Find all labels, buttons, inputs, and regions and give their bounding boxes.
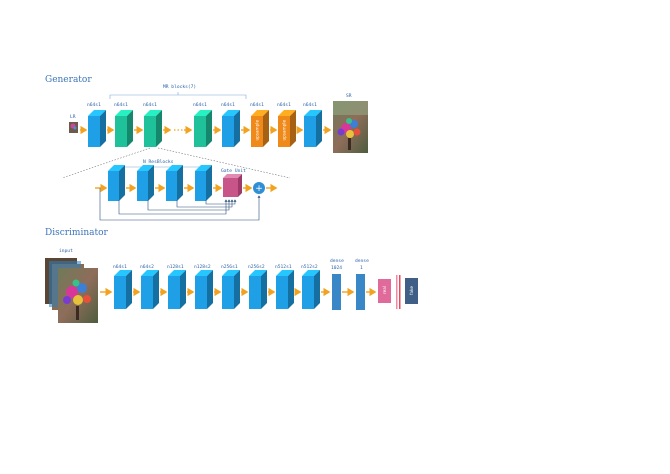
disc-layer-label-2: n64s2: [140, 264, 154, 270]
mr-blocks-label: MR blocks(7): [163, 84, 196, 90]
plus-symbol: +: [255, 184, 263, 194]
disc-block-8: [302, 270, 320, 309]
fake-label: fake: [409, 286, 414, 295]
disc-block-4: [195, 270, 213, 309]
disc-layer-label-3: n128s1: [167, 264, 184, 270]
gen-layer-label-5: n64s1: [221, 102, 235, 108]
discriminator-title: Discriminator: [45, 228, 109, 238]
separator-bar-2: [399, 275, 401, 309]
gen-layer-label-1: n64s1: [87, 102, 101, 108]
gen-layer-label-4: n64s1: [193, 102, 207, 108]
disc-block-7: [276, 270, 294, 309]
dense-1024-bar: [332, 274, 341, 310]
zoom-line-left: [61, 147, 151, 179]
input-label: input: [59, 248, 73, 254]
real-block: real: [378, 279, 391, 303]
gen-block-4: [194, 110, 212, 147]
gen-block-5: [222, 110, 240, 147]
disc-layer-label-5: n256s1: [221, 264, 238, 270]
dense1-label-line2: 1024: [331, 265, 342, 271]
gen-block-1: [88, 110, 106, 147]
gen-layer-label-2: n64s1: [114, 102, 128, 108]
gen-layer-label-6: n64s1: [250, 102, 264, 108]
disc-layer-label-4: n128s2: [194, 264, 211, 270]
disc-layer-label-1: n64s1: [113, 264, 127, 270]
gate-unit-cube: [223, 174, 242, 197]
resblocks-bracket: [121, 166, 208, 170]
gen-block-7: upsample: [278, 110, 296, 147]
mr-blocks-bracket: [109, 92, 247, 99]
dense2-label-line2: 1: [360, 265, 363, 271]
gate-unit-label: Gate Unit: [221, 168, 246, 174]
resblock-2: [137, 165, 154, 201]
disc-block-1: [114, 270, 132, 309]
dense1-label-line1: dense: [330, 258, 344, 264]
disc-block-6: [249, 270, 267, 309]
sr-label: SR: [346, 93, 352, 99]
plus-node: +: [253, 182, 265, 194]
disc-block-5: [222, 270, 240, 309]
sr-image: [333, 101, 368, 153]
gen-layer-label-7: n64s1: [277, 102, 291, 108]
resblock-3: [166, 165, 183, 201]
dense2-label-line1: dense: [355, 258, 369, 264]
skip-connections: [99, 188, 261, 221]
real-label: real: [382, 286, 387, 294]
fake-block: fake: [405, 278, 418, 304]
lr-image: [69, 122, 78, 133]
gen-block-2: [115, 110, 133, 147]
generator-title: Generator: [45, 75, 92, 85]
gen-layer-label-3: n64s1: [143, 102, 157, 108]
gen-layer-label-8: n64s1: [303, 102, 317, 108]
disc-layer-label-6: n256s2: [248, 264, 265, 270]
disc-layer-label-7: n512s1: [275, 264, 292, 270]
disc-block-2: [141, 270, 159, 309]
input-images: [45, 258, 98, 323]
separator-bar-1: [396, 275, 398, 309]
disc-layer-label-8: n512s2: [301, 264, 318, 270]
gen-block-6-label: upsample: [255, 120, 260, 141]
resblock-4: [195, 165, 212, 201]
gen-block-8: [304, 110, 322, 147]
gen-block-3: [144, 110, 162, 147]
gen-block-6: upsample: [251, 110, 269, 147]
lr-label: LR: [70, 114, 76, 120]
gen-block-7-label: upsample: [282, 120, 287, 141]
resblock-1: [108, 165, 125, 201]
disc-block-3: [168, 270, 186, 309]
dense-1-bar: [356, 274, 365, 310]
resblocks-label: N ResBlocks: [143, 159, 174, 165]
